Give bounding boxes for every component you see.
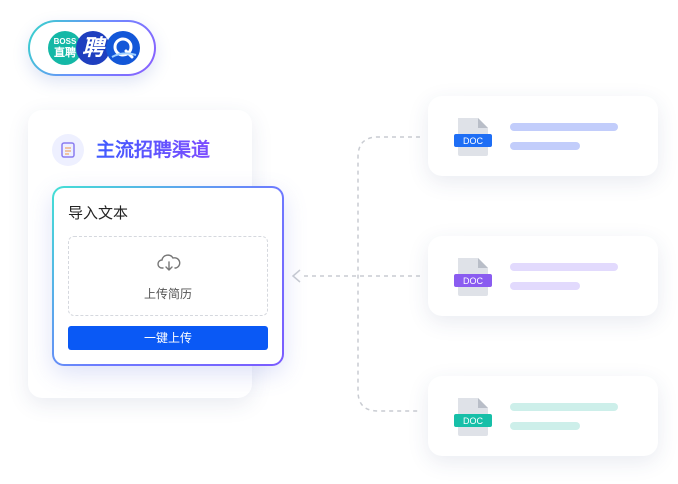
- logo-badge: BOSS 直聘 聘: [28, 20, 156, 76]
- placeholder-line-short: [510, 422, 580, 430]
- placeholder-line-long: [510, 263, 618, 271]
- placeholder-line-short: [510, 142, 580, 150]
- doc-label: DOC: [463, 276, 484, 286]
- document-icon: [52, 134, 84, 166]
- arrow-left-icon: [291, 269, 301, 283]
- one-click-upload-button[interactable]: 一键上传: [68, 326, 268, 350]
- dropzone-label: 上传简历: [143, 287, 192, 301]
- pin-logo: 聘: [76, 31, 110, 65]
- doc-file-icon: DOC: [454, 118, 492, 156]
- doc-badge: [454, 274, 492, 287]
- q-logo-icon: [111, 37, 137, 59]
- q-logo: [106, 31, 140, 65]
- placeholder-line-short: [510, 282, 580, 290]
- doc-label: DOC: [463, 416, 484, 426]
- upload-dropzone[interactable]: 上传简历: [68, 236, 268, 316]
- doc-badge: [454, 134, 492, 147]
- doc-label: DOC: [463, 136, 484, 146]
- import-card: 导入文本 上传简历 一键上传: [52, 186, 284, 366]
- placeholder-line-long: [510, 123, 618, 131]
- channel-title: 主流招聘渠道: [96, 140, 211, 161]
- doc-card-2: DOC: [428, 236, 658, 316]
- doc-file-icon: DOC: [454, 398, 492, 436]
- placeholder-line-long: [510, 403, 618, 411]
- import-title: 导入文本: [68, 205, 129, 222]
- boss-logo-line1: BOSS: [53, 37, 77, 46]
- doc-card-1: DOC: [428, 96, 658, 176]
- doc-badge: [454, 414, 492, 427]
- pin-logo-char: 聘: [81, 35, 104, 60]
- cloud-upload-icon: [157, 254, 181, 271]
- doc-card-3: DOC: [428, 376, 658, 456]
- boss-logo-line2: 直聘: [54, 47, 76, 59]
- doc-file-icon: DOC: [454, 258, 492, 296]
